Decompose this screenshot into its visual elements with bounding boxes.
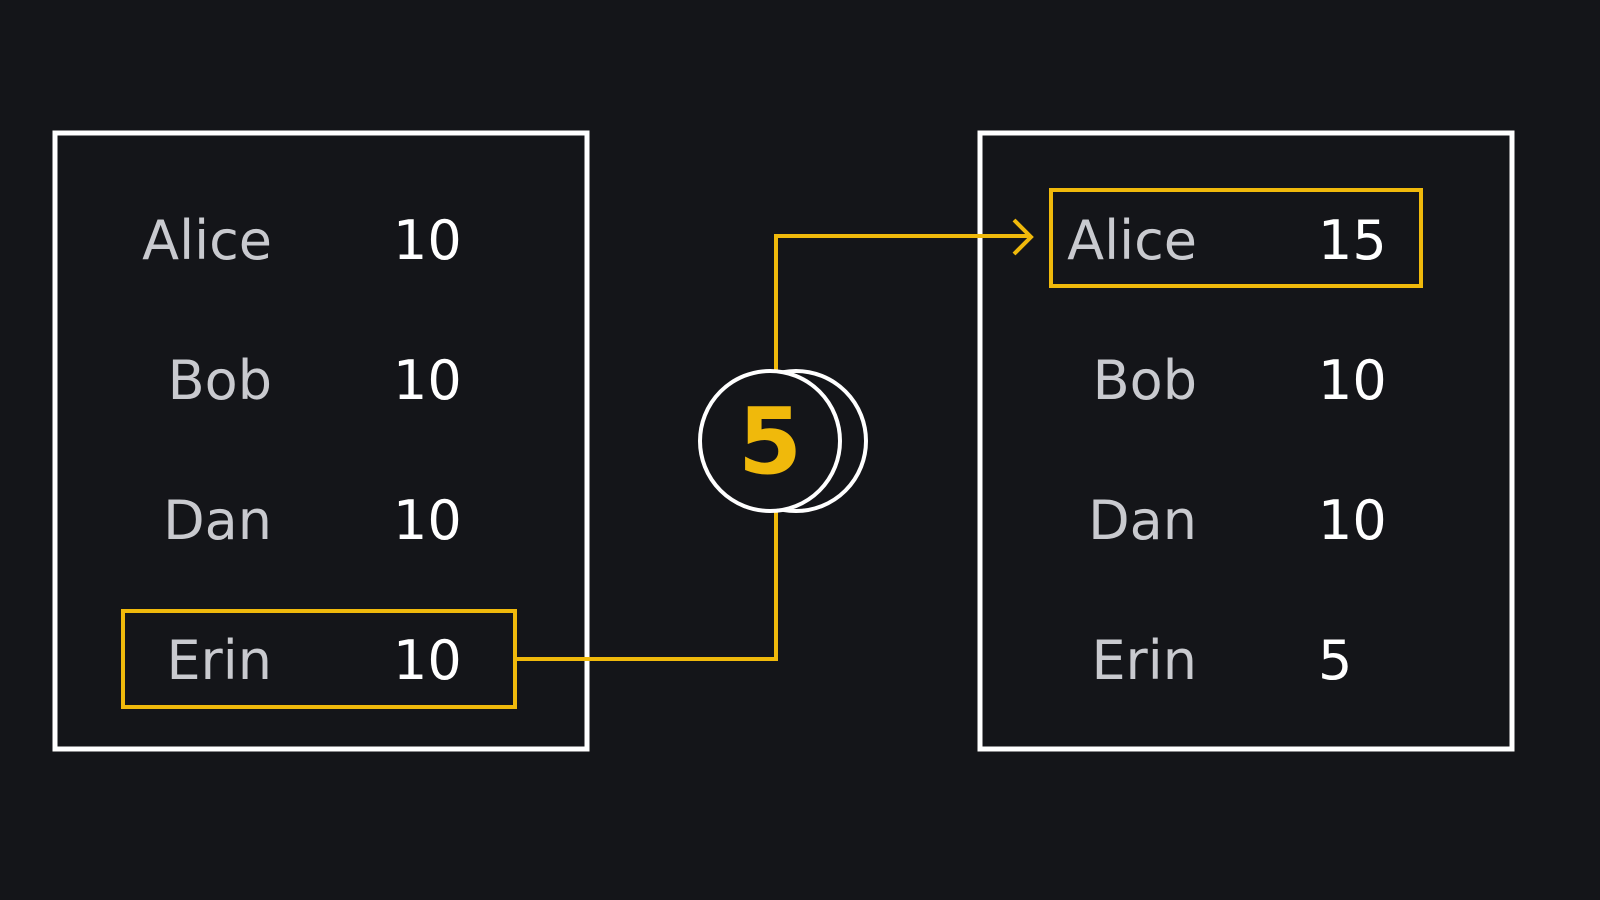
- before-ledger-rows: Alice 10 Bob 10 Dan 10 Erin 10: [142, 209, 462, 692]
- after-row-value: 15: [1318, 209, 1387, 272]
- before-row-name: Alice: [142, 209, 272, 272]
- before-row-value: 10: [393, 629, 462, 692]
- before-row-value: 10: [393, 349, 462, 412]
- after-row-name: Alice: [1067, 209, 1197, 272]
- after-row-value: 10: [1318, 489, 1387, 552]
- after-row-name: Bob: [1093, 349, 1197, 412]
- after-row-name: Erin: [1091, 629, 1197, 692]
- before-row-name: Erin: [166, 629, 272, 692]
- transfer-amount: 5: [738, 388, 802, 495]
- after-row-value: 10: [1318, 349, 1387, 412]
- after-alice-highlight: [1049, 188, 1423, 288]
- front-coin: [698, 369, 842, 513]
- before-row-name: Bob: [168, 349, 272, 412]
- after-row-value: 5: [1318, 629, 1352, 692]
- after-ledger-panel: [977, 130, 1515, 752]
- arrowhead-icon: [1012, 218, 1034, 256]
- coin-icon: 5: [698, 369, 868, 513]
- before-row-name: Dan: [163, 489, 272, 552]
- before-row-value: 10: [393, 209, 462, 272]
- before-row-value: 10: [393, 489, 462, 552]
- after-ledger-rows: Alice 15 Bob 10 Dan 10 Erin 5: [1067, 209, 1387, 692]
- after-row-name: Dan: [1088, 489, 1197, 552]
- before-ledger-panel: [52, 130, 590, 752]
